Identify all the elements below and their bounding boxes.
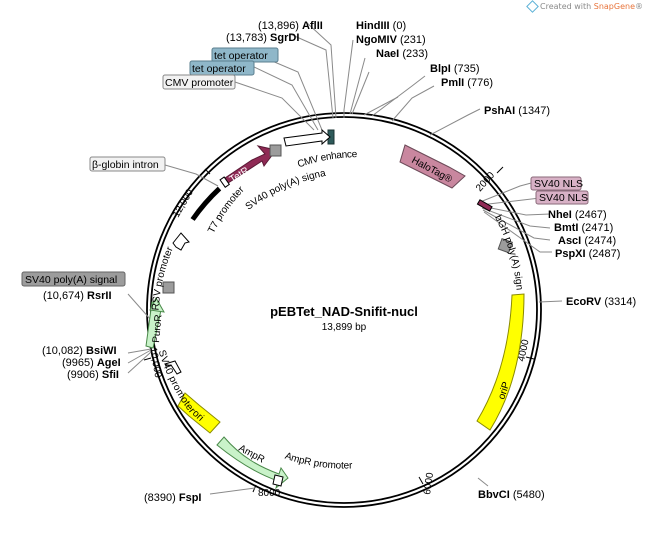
puror-arrow-head xyxy=(149,296,165,313)
site-ecorv: EcoRV (3314) xyxy=(566,296,636,308)
t7-promoter-label: T7 promoter xyxy=(206,184,247,235)
site-pmli: PmlI (776) xyxy=(441,77,493,89)
credit-suffix: ® xyxy=(635,2,643,11)
tet-operator-2-label: tet operator xyxy=(192,63,246,75)
beta-globin-intron-label: β-globin intron xyxy=(92,159,159,171)
bgh-polya-box xyxy=(497,237,513,254)
site-agei: (9965) AgeI xyxy=(62,357,121,369)
credit-prefix: Created with xyxy=(540,2,594,11)
puror-label: PuroR xyxy=(151,314,164,343)
beta-globin-intron-region xyxy=(190,186,222,221)
sv40-polya-box-label: SV40 poly(A) signal xyxy=(25,274,117,286)
site-asci: AscI (2474) xyxy=(558,235,616,247)
tick-10000: 10,000 xyxy=(147,347,163,379)
sv40-polya-box xyxy=(21,271,126,287)
sv40-polya-box-marker xyxy=(162,281,175,294)
site-sfii: (9906) SfiI xyxy=(67,369,119,381)
beta-globin-intron-box xyxy=(89,156,166,172)
sv40-nls-1-label: SV40 NLS xyxy=(534,178,583,190)
orip-arrow xyxy=(476,293,525,431)
ampr-arrow xyxy=(216,436,289,490)
orip-label: oriP xyxy=(496,380,512,401)
sv40-polya-top-box xyxy=(269,144,282,157)
site-leader-lines xyxy=(127,21,563,495)
cmv-promoter-box xyxy=(162,74,236,90)
site-bsiwi: (10,082) BsiWI xyxy=(42,345,117,357)
site-bmti: BmtI (2471) xyxy=(554,222,613,234)
site-naei: NaeI (233) xyxy=(376,48,428,60)
cmv-promoter-arrow xyxy=(283,128,331,147)
site-pshai: PshAI (1347) xyxy=(484,105,550,117)
plasmid-size: 13,899 bp xyxy=(322,322,367,333)
site-rsrii: (10,674) RsrII xyxy=(43,290,112,302)
site-nhei: NheI (2467) xyxy=(548,209,607,221)
ori-arrow xyxy=(177,392,221,434)
rsv-promoter-arrow xyxy=(172,232,190,251)
sv40-promoter-arrow xyxy=(164,360,182,375)
credit-brand: SnapGene xyxy=(593,2,635,11)
ampr-promoter-label: AmpR promoter xyxy=(283,451,353,472)
snapgene-credit: Created with SnapGene® xyxy=(526,0,643,13)
site-fspi: (8390) FspI xyxy=(144,492,201,504)
halotag-arrow xyxy=(399,144,466,189)
t7-promoter-marker xyxy=(219,176,231,188)
tick-6000: 6000 xyxy=(422,471,436,495)
sv40-nls-2-label: SV40 NLS xyxy=(539,192,588,204)
site-sgrdi: (13,783) SgrDI xyxy=(226,32,299,44)
site-aflii: (13,896) AflII xyxy=(258,20,323,32)
site-bbvci: BbvCI (5480) xyxy=(478,489,545,501)
cmv-promoter-box-label: CMV promoter xyxy=(165,77,234,89)
tick-8000: 8000 xyxy=(258,488,281,499)
sv40-nls-marker xyxy=(476,199,493,212)
sv40-nls-1-box xyxy=(530,176,582,191)
tick-12000: 12,000 xyxy=(171,187,196,219)
site-ngomiv: NgoMIV (231) xyxy=(356,34,426,46)
sv40-nls-2-box xyxy=(535,190,589,205)
site-pspxi: PspXI (2487) xyxy=(555,248,620,260)
tet-operator-1-label: tet operator xyxy=(214,50,268,62)
plasmid-name: pEBTet_NAD-Snifit-nucl xyxy=(270,304,418,319)
coordinate-ticks xyxy=(143,166,535,493)
site-blpi: BlpI (735) xyxy=(430,63,480,75)
site-hindiii: HindIII (0) xyxy=(356,20,406,32)
ampr-promoter-arrow xyxy=(272,474,284,487)
